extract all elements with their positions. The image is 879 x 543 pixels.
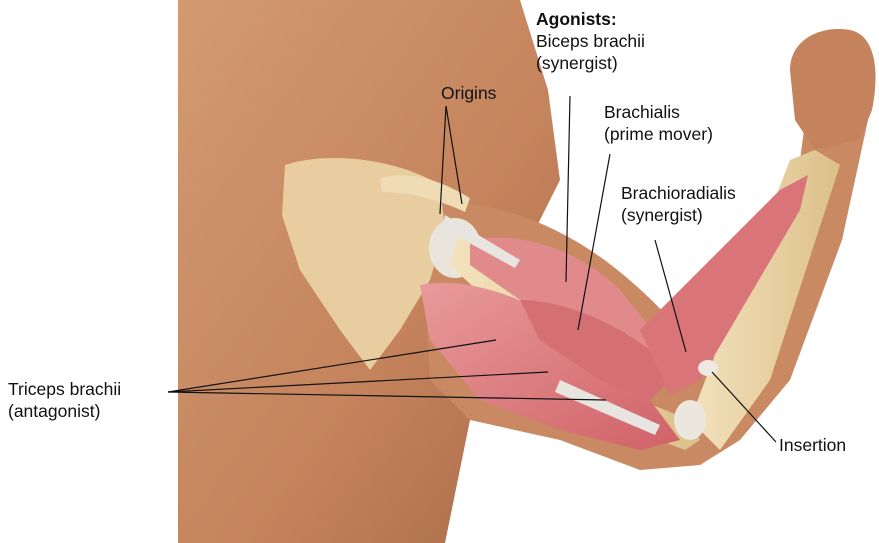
origins-label: Origins [441,82,496,104]
brachialis-label-line2: (prime mover) [604,123,713,145]
brachioradialis-label: Brachioradialis (synergist) [621,182,736,226]
insertion-point [698,360,718,376]
elbow-joint [674,400,706,440]
fist [790,29,876,150]
agonists-label: Agonists: Biceps brachii (synergist) [536,8,645,74]
brachialis-label: Brachialis (prime mover) [604,101,713,145]
biceps-label-line1: Biceps brachii [536,30,645,52]
insertion-label: Insertion [779,434,846,456]
brachioradialis-label-line2: (synergist) [621,204,736,226]
brachioradialis-label-line1: Brachioradialis [621,182,736,204]
agonists-heading: Agonists: [536,8,645,30]
brachialis-label-line1: Brachialis [604,101,713,123]
biceps-label-line2: (synergist) [536,52,645,74]
triceps-label-line1: Triceps brachii [8,378,121,400]
triceps-label: Triceps brachii (antagonist) [8,378,121,422]
triceps-label-line2: (antagonist) [8,400,121,422]
